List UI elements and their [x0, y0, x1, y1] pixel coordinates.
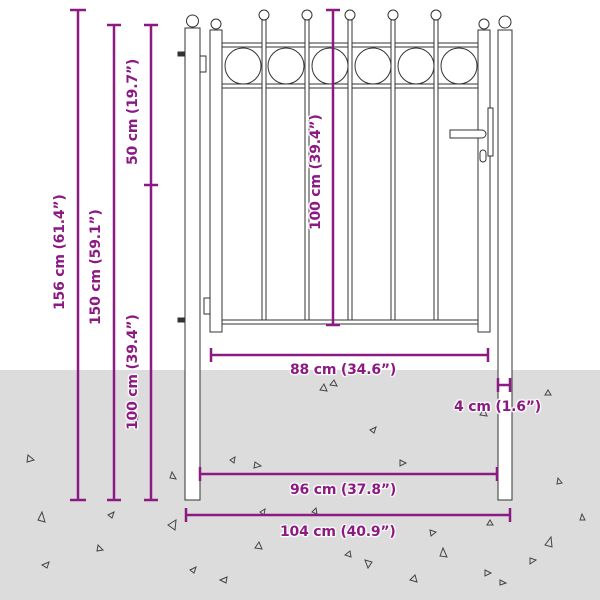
- label-upper-section: 50 cm (19.7”): [125, 58, 141, 165]
- label-gate-height: 150 cm (59.1”): [88, 209, 104, 325]
- label-post-width: 4 cm (1.6”): [454, 399, 541, 415]
- gravel-pattern: [26, 377, 586, 586]
- label-opening-width: 96 cm (37.8”): [290, 482, 397, 498]
- right-post: [497, 15, 513, 501]
- dimension-lines: [70, 8, 512, 522]
- label-infill-height: 100 cm (39.4”): [308, 114, 324, 230]
- label-total-width: 104 cm (40.9”): [280, 524, 396, 540]
- label-total-height: 156 cm (61.4”): [52, 194, 68, 310]
- left-post: [177, 14, 201, 501]
- label-lower-section: 100 cm (39.4”): [125, 314, 141, 430]
- label-leaf-width: 88 cm (34.6”): [290, 362, 397, 378]
- gate-leaf: [199, 9, 494, 333]
